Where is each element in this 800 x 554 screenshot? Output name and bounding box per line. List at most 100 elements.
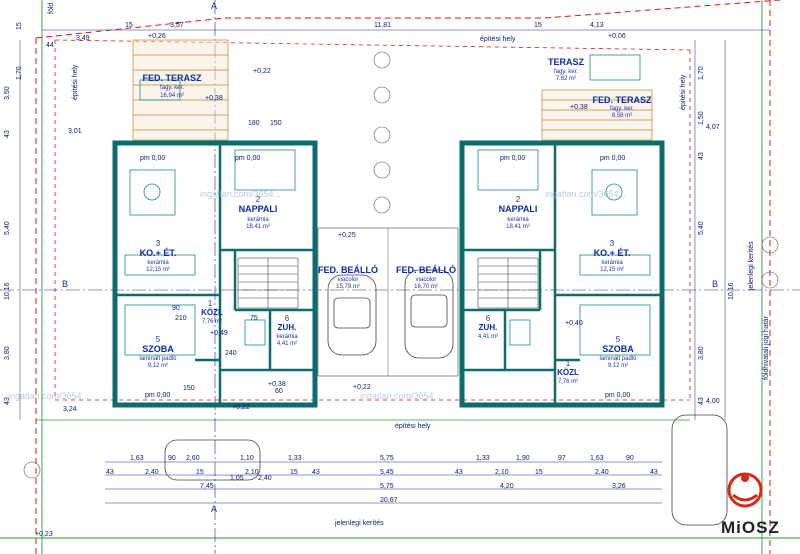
room-area: 16,70 m² [414,284,438,290]
miosz-logo-mark [727,472,763,508]
level-mark: pm 0,00 [500,155,526,162]
dimension-text: 2,40 [595,469,609,476]
property-boundary [35,0,781,39]
dimension-text: 3,80 [698,346,705,360]
level-mark: +0,22 [232,404,250,411]
room-label-szoba-left: SZOBA [142,344,174,354]
dimension-text: 15 [16,22,23,30]
room-label-szoba-right: SZOBA [602,344,634,354]
watermark: ingatlan.com/3654... [545,189,627,199]
level-mark: +0,23 [35,531,53,538]
left-house-walls [112,140,318,408]
level-mark: +0,22 [353,384,371,391]
dimension-text: 4,00 [706,398,720,405]
boundary-label: földhivatali jogi határ [763,316,770,380]
dimension-text: 1,33 [288,455,302,462]
room-area: 18,41 m² [246,224,270,230]
building-zone-label: építési hely [480,36,516,43]
level-mark: +0,38 [268,381,286,388]
dimension-text: 2,40 [145,469,159,476]
building-zone-label: építési hely [72,64,79,100]
room-label-koet-left: KO.+ ÉT. [139,248,177,258]
room-number: 6 [284,314,290,323]
room-number: 2 [255,195,261,204]
dimension-text: 43 [698,397,705,405]
room-label-terasz-right: TERASZ [548,57,584,67]
level-mark: +0,40 [565,320,583,327]
car-left [327,274,377,356]
dimension-text: 44 [46,42,54,49]
section-marker-a-top: A [211,1,218,11]
level-mark: +0,26 [148,33,166,40]
dimension-text: 90 [168,455,176,462]
left-terrace-pergola [132,39,229,141]
room-finish: kerámia [276,334,298,340]
watermark: ingatlan.com/3654... [8,391,90,401]
room-area: 9,12 m² [607,363,629,369]
dimension-text: 3,49 [76,35,90,42]
dimension-text: 5,45 [380,469,394,476]
room-area: 4,41 m² [276,341,298,347]
dimension-text: 2,10 [245,469,259,476]
room-area: 12,15 m² [600,267,624,273]
room-finish: kerámia [507,217,529,223]
dimension-text: 3,24 [63,406,77,413]
dimension-text: 43 [698,152,705,160]
dimension-text: 3,26 [612,483,626,490]
room-finish: kerámia [601,260,623,266]
dimension-text: 2,10 [495,469,509,476]
building-zone-label: építési hely [680,74,687,110]
room-label-kozl-right: KÖZL [557,368,579,377]
room-label-zuh-left: ZUH. [277,323,297,332]
dimension-text: 3,57 [170,22,184,29]
room-finish: laminált padló [139,356,177,362]
level-mark: pm 0,00 [235,155,261,162]
room-number: 1 [565,359,571,368]
dimension-text: 150 [270,120,282,127]
room-label-nappali-right: NAPPALI [498,204,538,214]
right-interior-walls [462,143,662,405]
dimension-text: 1,50 [698,111,705,125]
room-area: 15,79 m² [336,284,360,290]
dimension-text: 5,40 [698,221,705,235]
room-area: 4,41 m² [477,334,499,340]
dimension-text: 7,45 [200,483,214,490]
dimension-text: 5,75 [380,455,394,462]
room-area: 18,41 m² [506,224,530,230]
car-right [404,269,454,359]
dimension-text: 43 [106,469,114,476]
dimension-text: 97 [558,455,566,462]
dimension-text: 210 [175,315,187,322]
dimension-text: 15 [535,469,543,476]
section-marker-b-left: B [62,279,69,289]
dimension-text: 75 [250,315,258,322]
level-mark: +0,38 [205,95,223,102]
boundary-label: föld [48,2,55,14]
right-house-walls [459,140,665,408]
dimension-text: 15 [196,469,204,476]
fence-label: jelenlegi kerítés [335,520,384,527]
level-mark: pm 0,00 [600,155,626,162]
dimension-text: 5,75 [380,483,394,490]
furniture [124,54,651,356]
room-label-nappali-left: NAPPALI [238,204,278,214]
room-label-beallo-right: FED. BEÁLLÓ [396,265,456,275]
room-label-zuh-right: ZUH. [478,323,498,332]
room-finish: laminált padló [599,356,637,362]
level-mark: +0,25 [338,232,356,239]
dimension-text: 5,40 [4,221,11,235]
dimension-text: 11,81 [374,22,391,29]
dimension-text: 3,50 [4,86,11,100]
room-finish: fagy. ker. [160,85,184,91]
room-label-terasz-left: FED. TERASZ [142,73,202,83]
dimension-text: 180 [248,120,260,127]
dimension-text: 3,01 [68,128,82,135]
dimension-text: 4,07 [706,124,720,131]
dimension-text: 43 [312,469,320,476]
level-mark: +0,06 [608,33,626,40]
dimension-text: 4,20 [500,483,514,490]
dimension-lines [19,29,770,504]
watermark: ingatlan.com/3654... [200,189,282,199]
room-number: 3 [155,239,161,248]
